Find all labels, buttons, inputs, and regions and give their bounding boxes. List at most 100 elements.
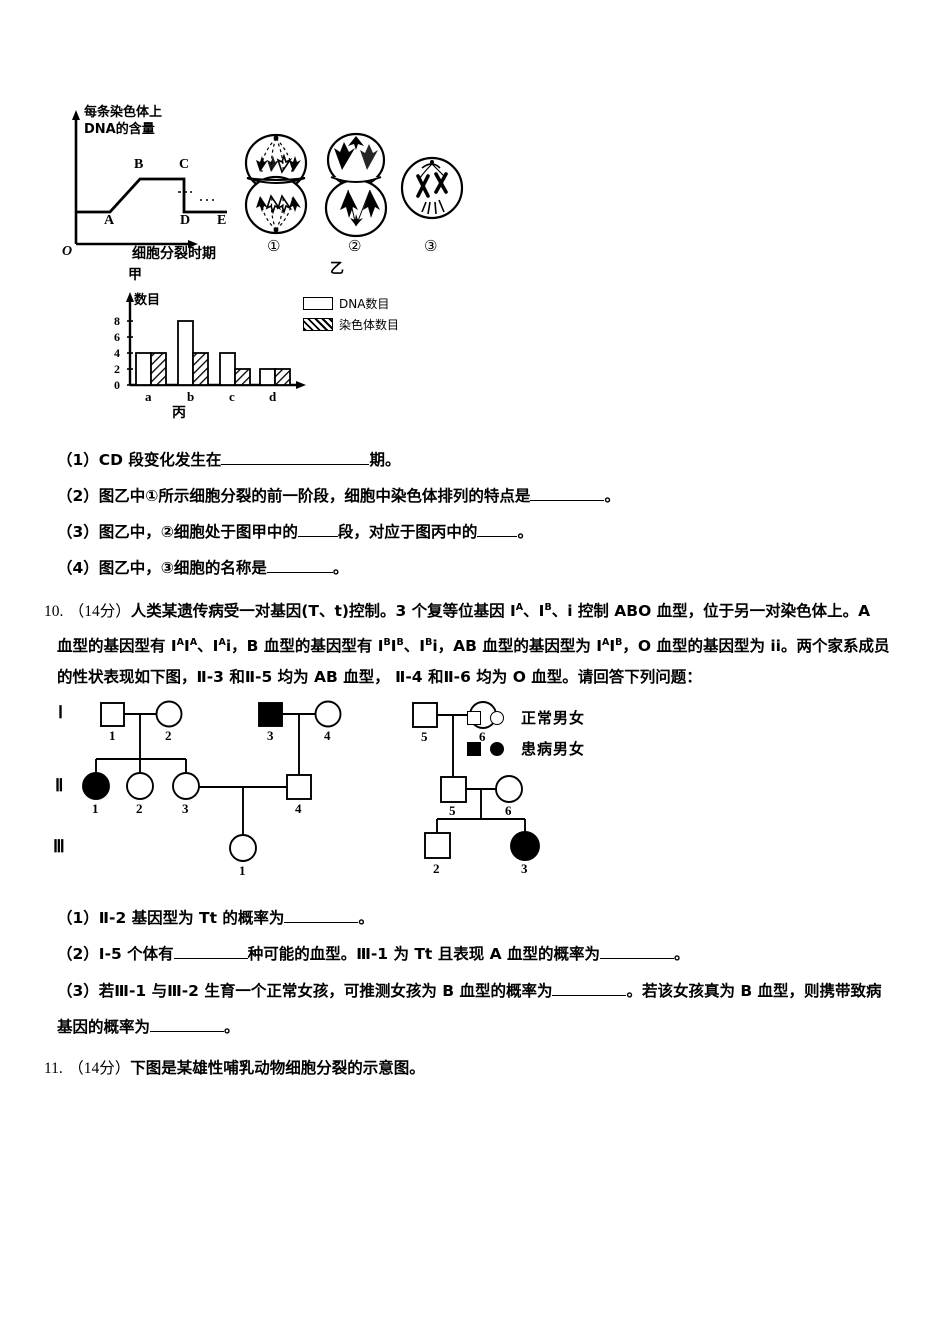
q9-sub1-text-b: 期。 [369,451,401,469]
bing-caption: 丙 [172,405,186,421]
yi-cells-svg [244,132,464,238]
jia-y-axis-label: 每条染色体上 DNA的含量 [84,104,162,138]
pedigree-id-II-3: 3 [182,801,189,816]
q9-sub3-blank-2[interactable] [477,536,518,537]
jia-origin-label: O [62,244,73,259]
pedigree-legend-label-normal: 正常男女 [521,709,586,727]
pedigree-id-I-5: 5 [421,729,428,744]
yi-cell-label-3: ③ [424,237,438,255]
figure-yi-cell-diagrams: ① ② ③ [236,130,466,280]
figure-bing-bar-chart: 0 2 4 6 8 a [100,288,330,418]
q10-sub3-line1: （3）若Ⅲ-1 与Ⅲ-2 生育一个正常女孩，可推测女孩为 B 血型的概率为。若该… [57,981,882,1002]
problem-10-line-2: 血型的基因型有 IAIA、IAi，B 血型的基因型有 IBIB、IBi，AB 血… [57,637,890,656]
pedigree-legend-affected: 患病男女 [467,733,657,764]
q10-sub3-blank-1[interactable] [552,995,627,996]
q9-sub1-text-a: CD 段变化发生在 [98,451,222,469]
q10-sub3-num: （3） [57,982,99,1000]
pedigree-id-I-4: 4 [324,728,331,743]
affected-male-square-icon [467,741,481,756]
pedigree-id-III-2: 2 [433,861,440,876]
problem-10-line-3: 的性状表现如下图，Ⅱ-3 和Ⅱ-5 均为 AB 血型， Ⅱ-4 和Ⅱ-6 均为 … [57,668,702,686]
pedigree-legend-normal: 正常男女 [467,702,657,733]
q9-sub1-blank[interactable] [221,464,370,465]
pedigree-chart: Ⅰ Ⅱ Ⅲ 1 2 3 4 5 6 1 2 3 4 5 6 1 2 3 [53,695,675,890]
yi-cell-label-1: ① [267,237,281,255]
svg-text:8: 8 [114,314,120,328]
q10-sub1-blank[interactable] [284,922,359,923]
jia-point-label-B: B [134,157,144,172]
pedigree-legend: 正常男女 患病男女 [467,702,657,772]
q10-sub3-blank-2[interactable] [150,1031,225,1032]
q9-sub4-text-a: 图乙中，③细胞的名称是 [98,559,267,577]
q9-sub3: （3）图乙中，②细胞处于图甲中的段，对应于图丙中的。 [57,522,533,543]
svg-text:0: 0 [114,378,120,392]
pedigree-generation-2: Ⅱ [55,776,64,795]
problem-10-score: （14分） [68,603,131,621]
yi-cell-3 [400,156,464,220]
jia-point-label-E: E [217,213,227,228]
q9-sub4-blank[interactable] [266,572,333,573]
pedigree-id-II-4: 4 [295,801,302,816]
q9-sub2: （2）图乙中①所示细胞分裂的前一阶段，细胞中染色体排列的特点是 。 [57,486,620,507]
problem-11-text: 下图是某雄性哺乳动物细胞分裂的示意图。 [130,1059,425,1077]
svg-text:a: a [145,389,152,404]
q9-sub2-text-a: 图乙中①所示细胞分裂的前一阶段，细胞中染色体排列的特点是 [98,487,531,505]
problem-10-text-1c: 、i 控制 ABO 血型，位于另一对染色体上。A [551,602,871,621]
pedigree-id-III-1: 1 [239,863,246,878]
problem-11-line: 11. （14分）下图是某雄性哺乳动物细胞分裂的示意图。 [44,1058,425,1079]
q10-sub3-text-d: 。 [224,1018,240,1036]
jia-point-label-D: D [180,213,191,228]
jia-point-label-A: A [104,213,115,228]
pedigree-id-I-6: 6 [479,729,486,744]
q10-sub2-text-a: Ⅰ-5 个体有 [98,945,174,963]
q9-sub2-text-b: 。 [604,487,620,505]
pedigree-id-I-1: 1 [109,728,116,743]
q10-sub1-num: （1） [57,909,99,927]
problem-10-sup-A: A [515,602,524,613]
q9-sub1-num: （1） [57,451,99,469]
jia-y-axis-label-line2: DNA的含量 [84,122,155,137]
q9-sub1: （1）CD 段变化发生在 期。 [57,450,400,471]
pedigree-id-II-5: 5 [449,803,456,818]
jia-plot-svg [72,110,227,248]
pedigree-svg [82,700,540,862]
dna-swatch-icon [303,297,333,310]
q9-sub3-text-b: 段，对应于图丙中的 [337,523,478,541]
q9-sub3-text-c: 。 [517,523,533,541]
chromosome-swatch-icon [303,318,333,331]
problem-11-number: 11. [44,1060,63,1077]
normal-male-square-icon [467,710,481,725]
problem-10-number: 10. [44,603,64,621]
q9-sub2-num: （2） [57,487,99,505]
q9-sub2-blank[interactable] [530,500,605,501]
q9-sub4-num: （4） [57,559,99,577]
jia-caption: 甲 [128,267,142,283]
svg-text:d: d [269,389,277,404]
problem-11-score: （14分） [68,1060,131,1077]
bing-legend-label-dna: DNA数目 [339,297,390,311]
problem-10-line-1: 10. （14分）人类某遗传病受一对基因(T、t)控制。3 个复等位基因 IA 、… [44,597,870,622]
pedigree-id-II-6: 6 [505,803,512,818]
pedigree-generation-3: Ⅲ [53,837,65,856]
q10-sub2-blank-2[interactable] [600,958,675,959]
q9-sub3-blank-1[interactable] [297,536,338,537]
pedigree-id-II-1: 1 [92,801,99,816]
pedigree-generation-1: Ⅰ [58,703,64,722]
q10-sub2-blank-1[interactable] [173,958,248,959]
yi-cell-1 [244,133,308,235]
jia-point-label-C: C [179,157,190,172]
pedigree-id-I-2: 2 [165,728,172,743]
q10-sub2-text-c: 。 [674,945,690,963]
normal-female-circle-icon [490,710,504,725]
yi-cell-label-2: ② [348,237,362,255]
bing-plot-svg: 0 2 4 6 8 a [114,292,306,404]
problem-10-text-1a: 人类某遗传病受一对基因(T、t)控制。3 个复等位基因 I [130,602,516,621]
svg-text:6: 6 [114,330,120,344]
q9-sub3-num: （3） [57,523,99,541]
q10-sub1-text-b: 。 [358,909,374,927]
svg-text:数目: 数目 [134,292,160,308]
q10-sub1-text-a: Ⅱ-2 基因型为 Tt 的概率为 [98,909,285,927]
q9-sub4: （4）图乙中，③细胞的名称是。 [57,558,348,579]
yi-caption: 乙 [330,261,344,277]
